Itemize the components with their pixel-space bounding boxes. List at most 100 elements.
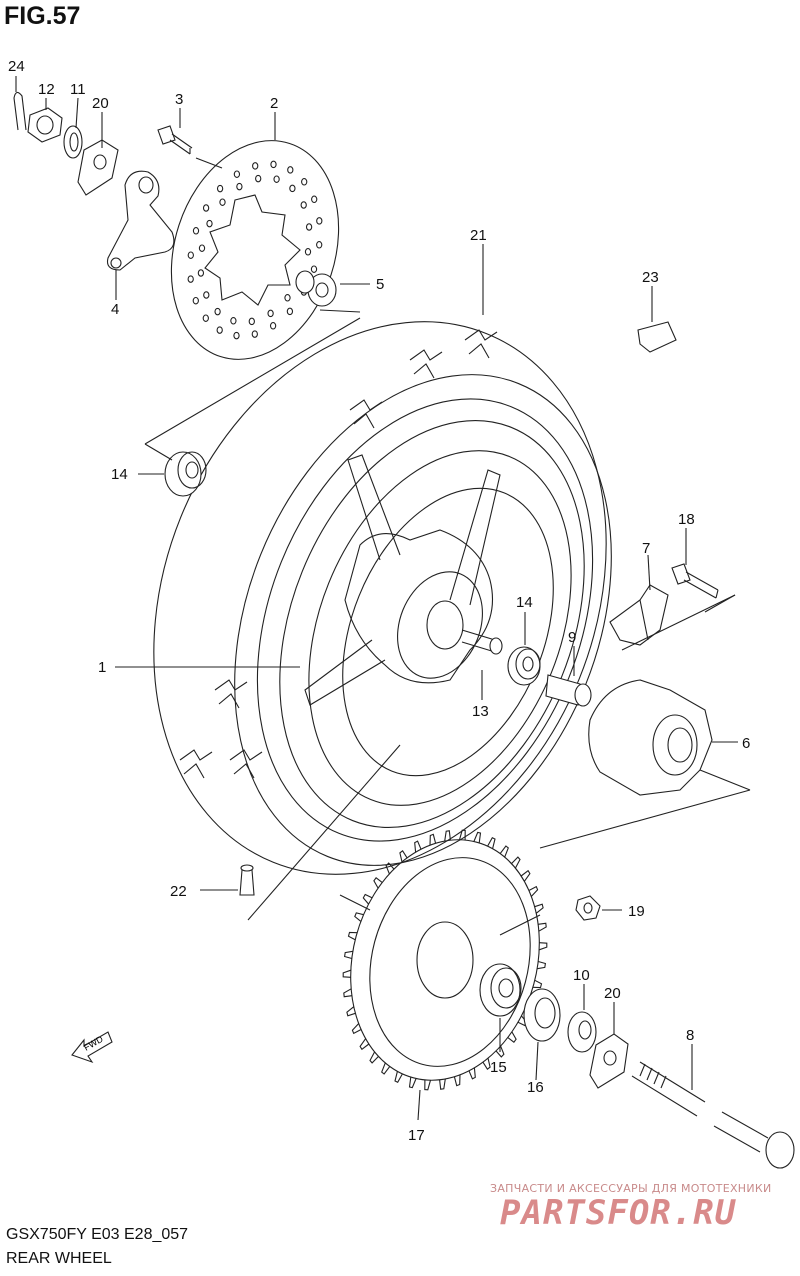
disc-hole: [203, 291, 210, 299]
sprocket-tooth: [394, 1071, 403, 1084]
leader-lines: [15, 76, 751, 1121]
callout-17: 17: [408, 1127, 425, 1144]
section-name: REAR WHEEL: [6, 1250, 112, 1267]
sprocket-tooth: [453, 1074, 461, 1087]
disc-bolt: [157, 125, 193, 155]
disc-hole: [316, 241, 323, 249]
disc-hole: [219, 198, 226, 206]
disc-hole: [233, 170, 241, 178]
disc-hole: [311, 195, 318, 204]
tread-mark: [464, 329, 498, 359]
sprocket-tooth: [343, 950, 353, 960]
axle-spacer: [461, 629, 503, 655]
callout-11: 11: [70, 81, 86, 98]
sprocket-tooth: [359, 1038, 370, 1051]
disc-hole: [202, 204, 210, 212]
callout-14-left: 14: [111, 466, 128, 483]
disc-hole: [286, 307, 294, 316]
sprocket-tooth: [468, 1067, 476, 1080]
cotter-pin: [13, 91, 27, 131]
mount-bolt: [671, 563, 719, 599]
watermark-tagline: ЗАПЧАСТИ И АКСЕССУАРЫ ДЛЯ МОТОТЕХНИКИ: [490, 1182, 772, 1195]
sprocket-tooth: [351, 1023, 362, 1035]
sprocket-tooth: [511, 856, 521, 869]
disc-hole: [187, 275, 194, 283]
sprocket-tooth: [373, 877, 383, 889]
disc-hole: [198, 244, 206, 252]
callout-8: 8: [686, 1027, 694, 1044]
disc-collar: [295, 270, 337, 307]
sprocket-tooth: [439, 1078, 446, 1090]
callout-3: 3: [175, 91, 183, 108]
sprocket-tooth: [528, 885, 539, 897]
sprocket-tooth: [354, 912, 364, 922]
disc-hole: [216, 326, 223, 334]
rear-sprocket: [342, 829, 548, 1091]
disc-hole: [310, 265, 318, 273]
disc-hole: [214, 307, 221, 316]
sprocket-tooth: [534, 903, 544, 914]
callout-5: 5: [376, 276, 384, 293]
disc-hole: [289, 184, 296, 193]
callout-20-lower: 20: [604, 985, 621, 1002]
disc-hole: [187, 251, 194, 259]
disc-hole: [252, 162, 259, 170]
wheel-bearing-right: [507, 646, 541, 686]
sprocket-tooth: [507, 1031, 517, 1043]
chain-adjuster: [77, 139, 119, 196]
sprocket-tooth: [429, 833, 437, 846]
sprocket-tooth: [520, 869, 531, 882]
callout-20-top: 20: [92, 95, 109, 112]
callout-18: 18: [678, 511, 695, 528]
sprocket-tooth: [487, 836, 496, 849]
callout-labels: 24 12 11 20 3 2 4 5 21 23 14 18 7 14 9 1…: [8, 58, 750, 1144]
tire-clip: [637, 321, 677, 353]
sprocket-tooth: [538, 922, 547, 932]
disc-hole: [248, 317, 255, 326]
callout-13: 13: [472, 703, 489, 720]
disc-hole: [192, 296, 199, 305]
sprocket-tooth: [385, 862, 395, 875]
callout-10: 10: [573, 967, 590, 984]
sprocket-tooth: [342, 969, 351, 978]
sprocket-tooth: [408, 1077, 417, 1089]
tread-mark: [409, 349, 443, 379]
brake-disc: [170, 140, 340, 360]
sprocket-cushion: [609, 584, 669, 646]
disc-hole: [233, 331, 240, 340]
disc-hole: [255, 174, 262, 183]
callout-7: 7: [642, 540, 650, 557]
disc-hole: [251, 330, 258, 338]
callout-2: 2: [270, 95, 278, 112]
sprocket-bearing: [479, 963, 522, 1017]
sprocket-tooth: [414, 840, 422, 853]
sprocket-tooth: [347, 931, 358, 941]
callout-14-right: 14: [516, 594, 533, 611]
fwd-arrow: FWD: [71, 1031, 113, 1064]
disc-hole: [206, 219, 213, 228]
sprocket-tooth: [499, 845, 509, 858]
disc-hole: [202, 314, 209, 322]
sprocket-tooth: [444, 830, 451, 842]
sprocket-tooth: [482, 1057, 491, 1071]
bushing: [545, 674, 592, 707]
disc-hole: [300, 201, 307, 209]
sprocket-tooth: [539, 942, 548, 951]
sprocket-tooth: [399, 849, 408, 863]
disc-hole: [270, 160, 277, 169]
disc-hole: [267, 309, 274, 318]
callout-9: 9: [568, 629, 576, 646]
tread-mark: [214, 679, 248, 709]
rear-tire: [153, 321, 612, 875]
sprocket-tooth: [346, 1006, 356, 1017]
callout-6: 6: [742, 735, 750, 752]
sprocket-tooth: [424, 1079, 432, 1091]
sprocket-tooth: [495, 1045, 505, 1058]
sprocket-tooth: [381, 1062, 391, 1075]
tread-mark: [229, 749, 263, 779]
spacer: [567, 1011, 597, 1053]
wheel-rim: [256, 398, 594, 842]
sprocket-nut: [575, 895, 601, 921]
disc-hole: [304, 248, 312, 256]
